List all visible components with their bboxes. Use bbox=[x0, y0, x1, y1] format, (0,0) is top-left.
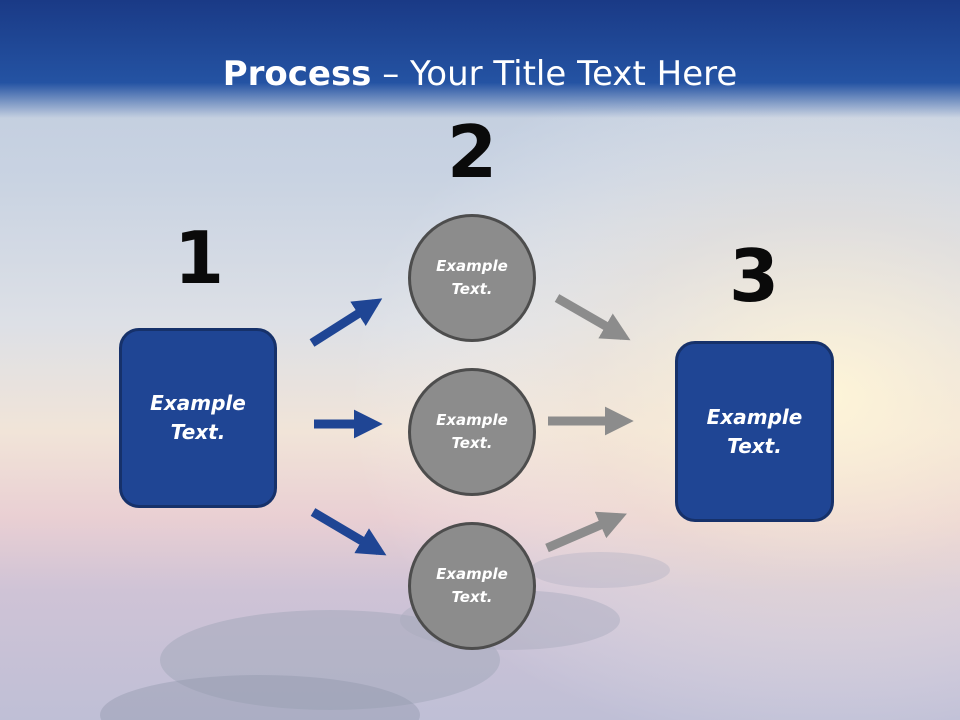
step-1-box: Example Text. bbox=[119, 328, 277, 508]
circle-bottom: Example Text. bbox=[408, 522, 536, 650]
step-3-text: Example Text. bbox=[706, 404, 803, 458]
arrow-right-down-icon bbox=[310, 508, 387, 556]
arrow-gray-down-icon bbox=[554, 294, 631, 341]
slide-title: Process – Your Title Text Here bbox=[0, 52, 960, 96]
step-number-2: 2 bbox=[446, 110, 498, 194]
step-1-text: Example Text. bbox=[150, 391, 246, 444]
circle-top: Example Text. bbox=[408, 214, 536, 342]
step-number-1: 1 bbox=[173, 216, 225, 300]
step-number-3: 3 bbox=[728, 234, 780, 318]
title-bold: Process bbox=[222, 54, 372, 94]
step-3-box: Example Text. bbox=[675, 341, 834, 522]
circle-middle-text: Example Text. bbox=[436, 411, 508, 452]
arrow-gray-up-icon bbox=[545, 511, 627, 553]
circle-bottom-text: Example Text. bbox=[436, 565, 508, 606]
title-bar bbox=[0, 0, 960, 118]
title-rest: – Your Title Text Here bbox=[371, 54, 738, 94]
circle-middle: Example Text. bbox=[408, 368, 536, 496]
circle-top-text: Example Text. bbox=[436, 257, 508, 298]
arrow-right-up-icon bbox=[309, 298, 383, 347]
